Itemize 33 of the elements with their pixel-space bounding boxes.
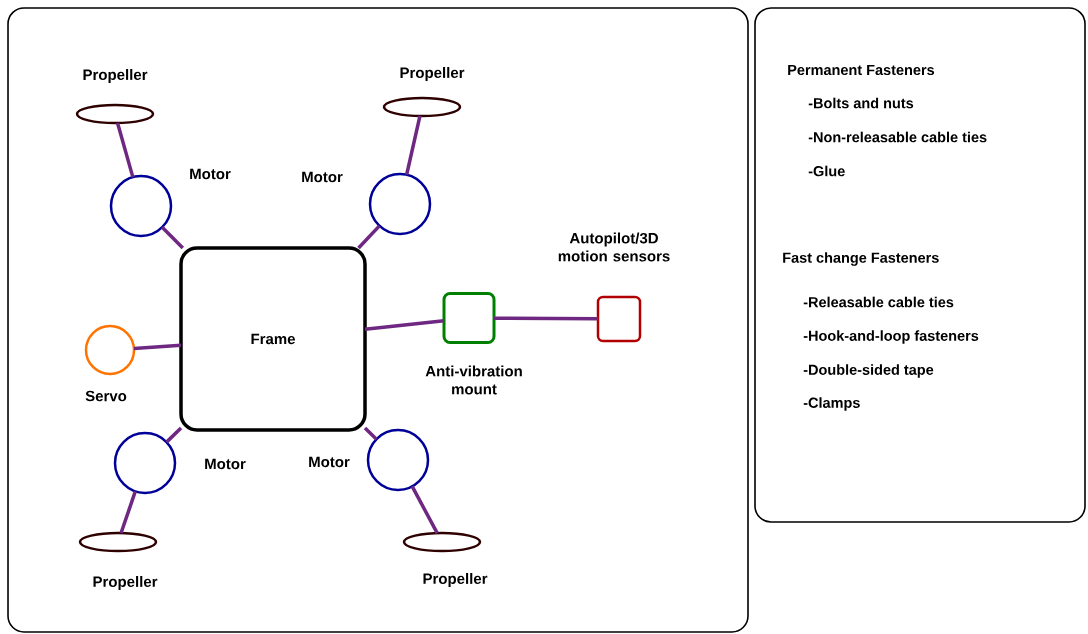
part-label: Motor [190,168,231,180]
part-label: Propeller [93,576,158,590]
connector-line [165,426,183,444]
part-label: Servo [85,390,127,402]
connector-line [133,343,182,351]
list-text: Permanent Fasteners [788,64,935,76]
list-text: -Hook-and-loop fasteners [803,330,979,344]
panel-box [7,7,749,633]
part-label: Motor [302,171,343,183]
list-text: -Clamps [803,397,860,411]
connector-line [363,426,378,441]
connector-line [357,224,381,250]
connector-line [364,318,445,331]
list-text: -Bolts and nuts [808,97,914,109]
part-label: Anti-vibration mount [425,365,522,395]
part-label: Propeller [83,69,148,83]
part-label: Propeller [400,67,465,81]
connector-line [119,490,137,534]
list-text: -Non-releasable cable ties [808,131,987,143]
part-label: Autopilot/3D motion sensors [558,232,670,262]
part-label: Propeller [423,573,488,587]
list-text: Fast change Fasteners [783,252,939,266]
connector-line [494,316,598,321]
connector-line [115,122,135,178]
list-text: -Double-sided tape [803,364,934,378]
connector-line [410,485,439,534]
part-label: Motor [205,458,246,470]
connector-line [160,226,185,250]
connector-line [404,115,422,176]
list-text: -Releasable cable ties [803,296,954,308]
frame-box: Frame [179,246,367,432]
part-label: Motor [309,456,350,468]
list-text: -Glue [808,165,845,177]
